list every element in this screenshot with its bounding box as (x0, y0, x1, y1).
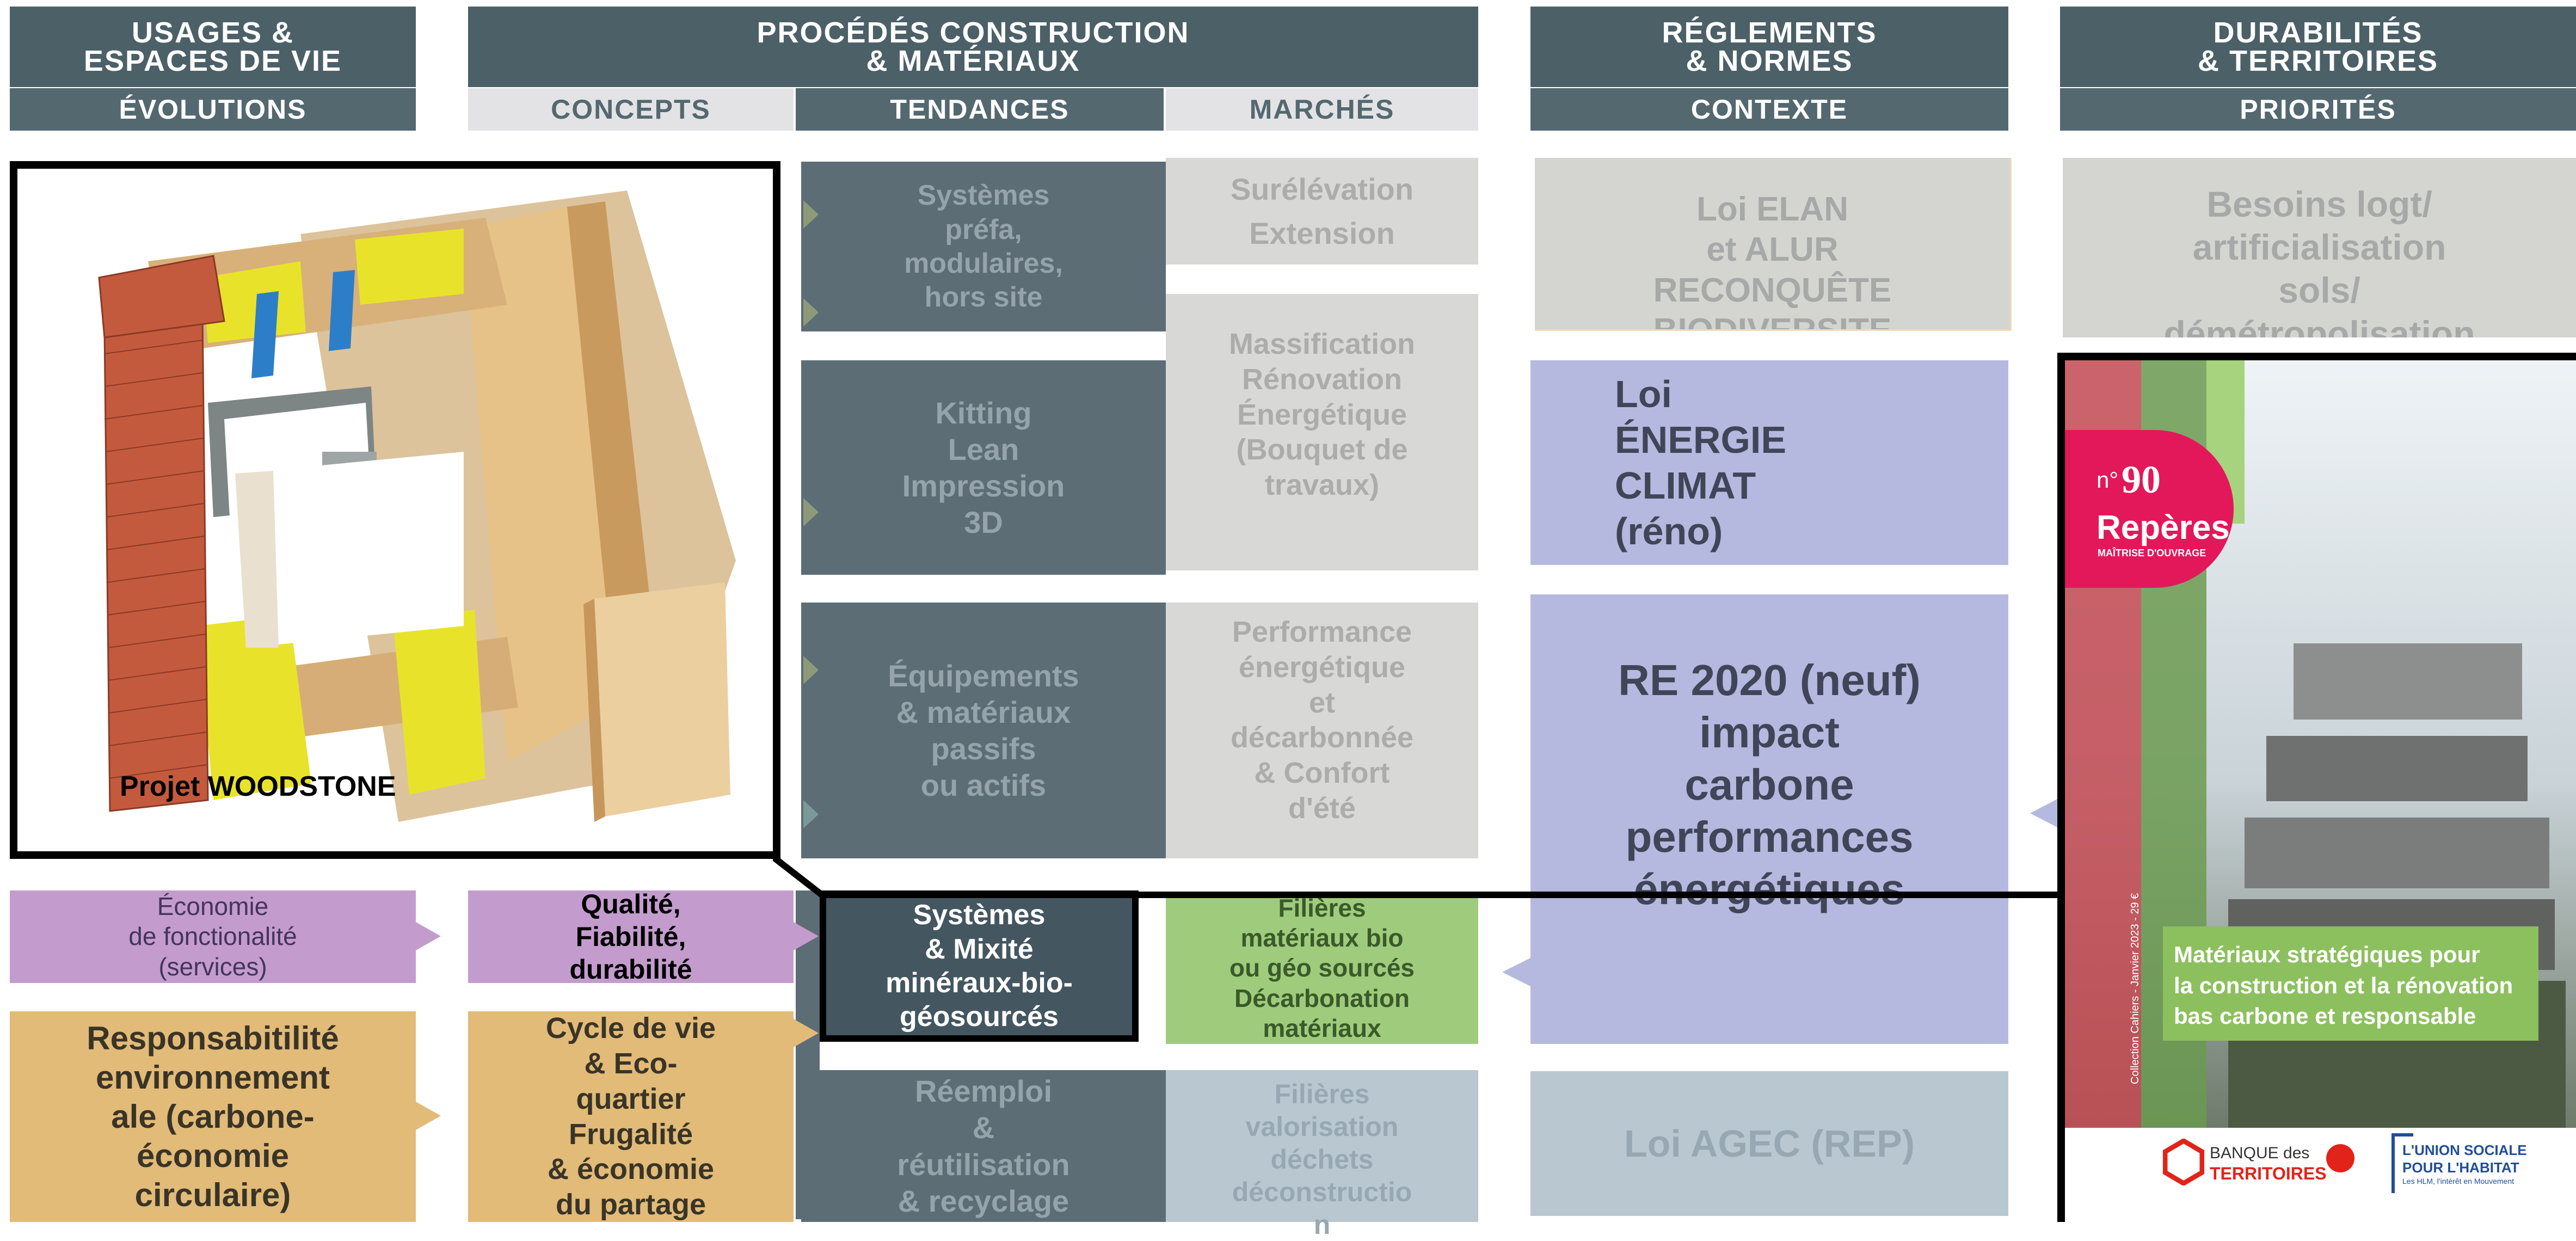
logo2-line1: L'UNION SOCIALE (2402, 1142, 2527, 1158)
building-block (2294, 643, 2522, 720)
cover-logo-bar (2065, 1128, 2576, 1222)
banque-territoires-logo-icon (2163, 1139, 2204, 1185)
cell-tendances-equipements: Équipements & matériaux passifs ou actif… (801, 603, 1166, 858)
cell-contexte-agec: Loi AGEC (REP) (1530, 1071, 2008, 1216)
arrow-marker (794, 1019, 819, 1047)
arrow-marker (803, 656, 819, 684)
arrow-marker (416, 1102, 441, 1130)
arrow-marker (803, 498, 819, 526)
cell-concepts-cycle-de-vie: Cycle de vie & Eco- quartier Frugalité &… (468, 1011, 794, 1222)
arrow-marker (1502, 958, 1530, 986)
logo1-line1: BANQUE des (2210, 1144, 2310, 1162)
cell-marches-massification: Massification Rénovation Énergétique (Bo… (1166, 294, 1478, 570)
logo2-line2: POUR L'HABITAT (2402, 1159, 2519, 1176)
header-durabilites: DURABILITÉS & TERRITOIRES (2060, 7, 2576, 87)
arrow-marker (803, 298, 819, 327)
building-block (2245, 818, 2549, 888)
subheader-evolutions: ÉVOLUTIONS (10, 88, 416, 131)
cell-evolutions-responsabilite: Responsabitilité environnement ale (carb… (10, 1011, 416, 1222)
cell-tendances-reemploi: Réemploi & réutilisation & recyclage (801, 1070, 1166, 1222)
cover-number-prefix: n° (2097, 467, 2119, 493)
header-reglements: RÉGLEMENTS & NORMES (1530, 7, 2008, 87)
logo1-line2: TERRITOIRES (2210, 1164, 2327, 1183)
subheader-marches: MARCHÉS (1166, 88, 1478, 131)
arrow-marker (416, 922, 441, 950)
wall-section-illustration (98, 191, 736, 822)
subheader-tendances: TENDANCES (796, 88, 1164, 131)
cell-contexte-energie-climat: Loi ÉNERGIE CLIMAT (réno) (1530, 360, 2008, 565)
building-block (2266, 736, 2528, 801)
subheader-concepts: CONCEPTS (468, 88, 794, 131)
arrow-marker (1138, 298, 1166, 327)
cell-tendances-kitting: Kitting Lean Impression 3D (801, 360, 1166, 575)
cover-brand-sub: MAÎTRISE D'OUVRAGE (2098, 548, 2206, 558)
cover-number: 90 (2122, 458, 2161, 501)
cover-vertical-text: Collection Cahiers - Janvier 2023 - 29 € (2129, 893, 2141, 1084)
cover-title: Matériaux stratégiques pour la construct… (2163, 926, 2538, 1041)
arrow-marker (803, 800, 819, 828)
cell-tendances-prefa: Systèmes préfa, modulaires, hors site (801, 162, 1166, 331)
image-caption: Projet WOODSTONE (120, 771, 396, 802)
cell-tendances-mixite: Systèmes & Mixité minéraux-bio- géosourc… (820, 890, 1139, 1042)
logo2-sub: Les HLM, l'intérêt en Mouvement (2402, 1177, 2514, 1185)
highlight-connector (773, 854, 2060, 898)
cell-priorites-besoins: Besoins logt/ artificialisation sols/ dé… (2063, 158, 2576, 337)
cover-badge (2065, 430, 2234, 588)
arrow-marker (2030, 799, 2057, 827)
arrow-marker (1138, 444, 1166, 472)
subheader-priorites: PRIORITÉS (2060, 88, 2576, 131)
woodstone-image-frame: Projet WOODSTONE (10, 161, 780, 859)
cell-contexte-re2020: RE 2020 (neuf) impact carbone performanc… (1530, 594, 2008, 1044)
subheader-contexte: CONTEXTE (1530, 88, 2008, 131)
cover-brand: Repères (2097, 509, 2230, 546)
cell-marches-performance: Performance énergétique et décarbonnée &… (1166, 603, 1478, 858)
cover-repères: n° 90 Repères MAÎTRISE D'OUVRAGE Collect… (2057, 353, 2576, 1222)
cell-marches-filieres-bio: Filières matériaux bio ou géo sourcés Dé… (1166, 893, 1478, 1044)
cell-marches-valorisation: Filières valorisation déchets déconstruc… (1166, 1070, 1478, 1240)
cell-evolutions-economie: Économie de fonctionalité (services) (10, 890, 416, 983)
arrow-marker (803, 200, 819, 229)
cell-concepts-qualite: Qualité, Fiabilité, durabilité (468, 889, 794, 985)
cell-contexte-elan: Loi ELAN et ALUR RECONQUÊTE BIODIVERSITE (1535, 158, 2012, 331)
caisse-depots-logo-icon (2326, 1144, 2354, 1172)
arrow-marker (794, 922, 819, 950)
header-usages: USAGES & ESPACES DE VIE (10, 7, 416, 87)
cell-marches-surelevation: Surélévation Extension (1166, 158, 1478, 265)
ush-logo-icon (2391, 1133, 2413, 1193)
header-procedes: PROCÉDÉS CONSTRUCTION & MATÉRIAUX (468, 7, 1478, 87)
